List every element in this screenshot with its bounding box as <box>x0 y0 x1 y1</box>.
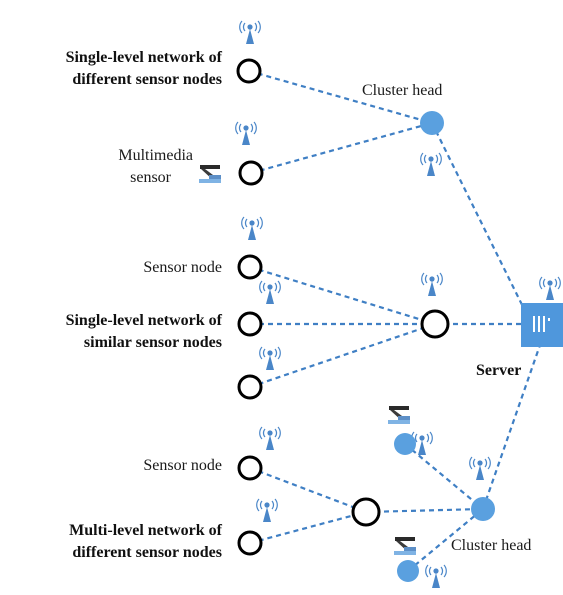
link-cluster-head-to-server <box>431 122 533 326</box>
link-cam-node-to-cluster-head <box>404 443 484 510</box>
antenna-icon <box>421 272 443 297</box>
camera-icon <box>388 406 410 424</box>
single-level-similar-title-line1: Single-level network of <box>66 312 223 329</box>
camera-icon <box>199 165 221 183</box>
antenna-icon <box>259 280 281 305</box>
cluster-head-label-bottom: Cluster head <box>451 537 531 554</box>
links <box>248 69 542 572</box>
sensor-node <box>237 455 263 481</box>
sensor-node <box>237 311 263 337</box>
antenna-icon <box>539 276 561 301</box>
multi-level-different-title-line2: different sensor nodes <box>72 544 222 561</box>
link-mid-to-cluster-head <box>365 507 484 514</box>
link-sensor-a-to-hub <box>249 265 436 326</box>
sensor-node <box>237 530 263 556</box>
sensor-node-label-2: Sensor node <box>143 457 222 474</box>
antenna-icon <box>235 121 257 146</box>
sensor-node <box>236 58 262 84</box>
multimedia-sensor-node <box>238 160 264 186</box>
multimedia-sensor-label-line1: Multimedia <box>118 147 193 164</box>
single-level-similar-title-line2: similar sensor nodes <box>84 334 222 351</box>
multimedia-node <box>397 560 419 582</box>
antenna-icon <box>420 152 442 177</box>
cluster-head-node <box>471 497 495 521</box>
link-sensor-c-to-hub <box>249 322 436 389</box>
link-top-node-to-cluster-head <box>248 69 433 125</box>
antenna-icon <box>469 456 491 481</box>
antenna-icon <box>239 20 261 45</box>
link-multimedia-to-cluster-head <box>250 121 433 175</box>
intermediate-node <box>351 497 381 527</box>
multi-level-different-title-line1: Multi-level network of <box>69 522 223 539</box>
antenna-icon <box>241 216 263 241</box>
link-sensor-d-to-mid <box>249 466 367 514</box>
antenna-icon <box>259 346 281 371</box>
single-level-different-title-line1: Single-level network of <box>66 49 223 66</box>
antenna-icon <box>259 426 281 451</box>
sensor-node <box>237 254 263 280</box>
server-label: Server <box>476 362 521 379</box>
multimedia-node <box>394 433 416 455</box>
link-cluster-head-to-server-bottom <box>481 344 542 510</box>
antenna-icon <box>425 564 447 589</box>
single-level-different-title-line2: different sensor nodes <box>72 71 222 88</box>
hub-node <box>420 309 450 339</box>
sensor-node <box>237 374 263 400</box>
server-icon <box>521 303 563 347</box>
antenna-icon <box>256 498 278 523</box>
multimedia-sensor-label-line2: sensor <box>130 169 172 186</box>
cluster-head-node <box>420 111 444 135</box>
cluster-head-label-top: Cluster head <box>362 82 442 99</box>
link-sensor-e-to-mid <box>249 510 367 545</box>
link-cam-node-2-to-cluster-head <box>407 508 484 572</box>
sensor-node-label: Sensor node <box>143 259 222 276</box>
camera-icon <box>394 537 416 555</box>
